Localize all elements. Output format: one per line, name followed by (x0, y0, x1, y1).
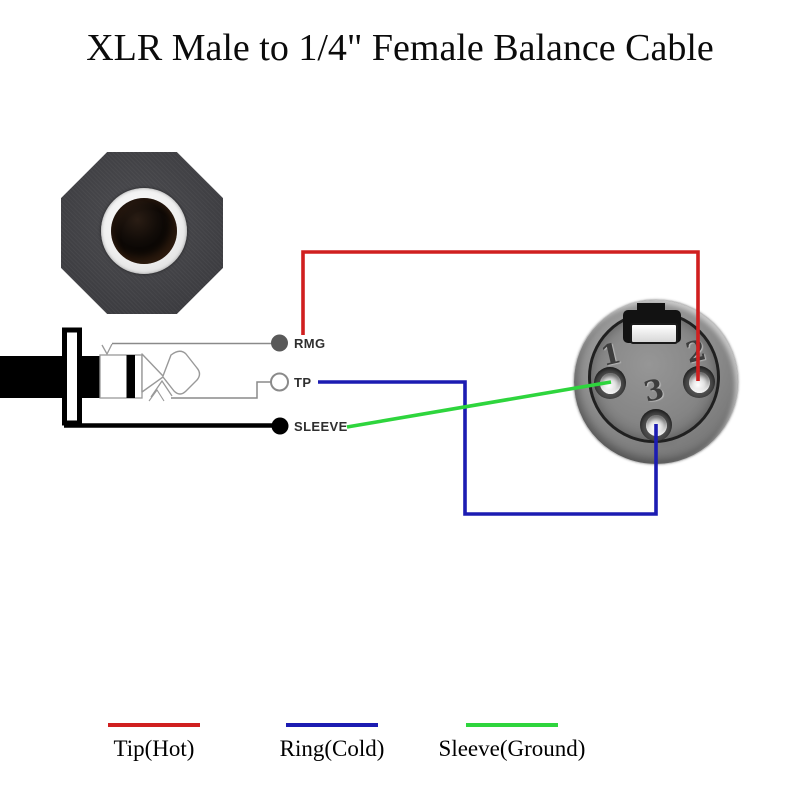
xlr-male-connector-photo: 1 2 3 (573, 299, 739, 465)
legend-label-ring: Ring(Cold) (279, 736, 385, 761)
trs-tip (141, 350, 201, 395)
xlr-pin3-hole (640, 409, 672, 441)
xlr-pin2 (688, 371, 710, 393)
xlr-pin3 (645, 414, 667, 436)
legend-swatch-tip (108, 723, 200, 727)
xlr-latch-window (630, 323, 678, 344)
quarter-inch-female-jack-photo (61, 152, 223, 314)
tip-terminal-dot (270, 372, 289, 392)
trs-cable (0, 356, 63, 398)
legend-line-tip (108, 723, 200, 727)
xlr-pin2-hole (683, 366, 715, 398)
sleeve-terminal-label: SLEEVE (294, 419, 348, 434)
trs-tip-chevron (150, 379, 173, 398)
trs-ring-notch (101, 343, 113, 356)
ring-terminal-label: RMG (294, 336, 326, 351)
trs-separator-band (126, 355, 135, 398)
trs-body (62, 327, 82, 426)
tip-terminal-label: TP (294, 375, 312, 390)
legend-item-ring: Ring(Cold) (242, 723, 422, 762)
trs-tip-lead (171, 381, 272, 399)
page-title: XLR Male to 1/4" Female Balance Cable (86, 27, 714, 69)
legend-item-tip: Tip(Hot) (64, 723, 244, 762)
xlr-pin1-hole (594, 367, 626, 399)
legend-item-sleeve: Sleeve(Ground) (422, 723, 602, 762)
ring-terminal-dot (271, 334, 288, 352)
legend-line-sleeve (466, 723, 558, 727)
legend-label-tip: Tip(Hot) (113, 736, 195, 761)
trs-tip-chevron-small (148, 389, 165, 402)
legend-swatch-sleeve (466, 723, 558, 727)
xlr-pin1 (599, 372, 621, 394)
trs-shaft (82, 356, 100, 398)
jack-socket-hole (111, 198, 177, 264)
legend-swatch-ring (286, 723, 378, 727)
legend-label-sleeve: Sleeve(Ground) (438, 736, 586, 761)
legend-line-ring (286, 723, 378, 727)
wire-sleeve-ground (346, 380, 612, 429)
trs-ring-band (99, 354, 143, 399)
sleeve-terminal-dot (271, 417, 289, 435)
